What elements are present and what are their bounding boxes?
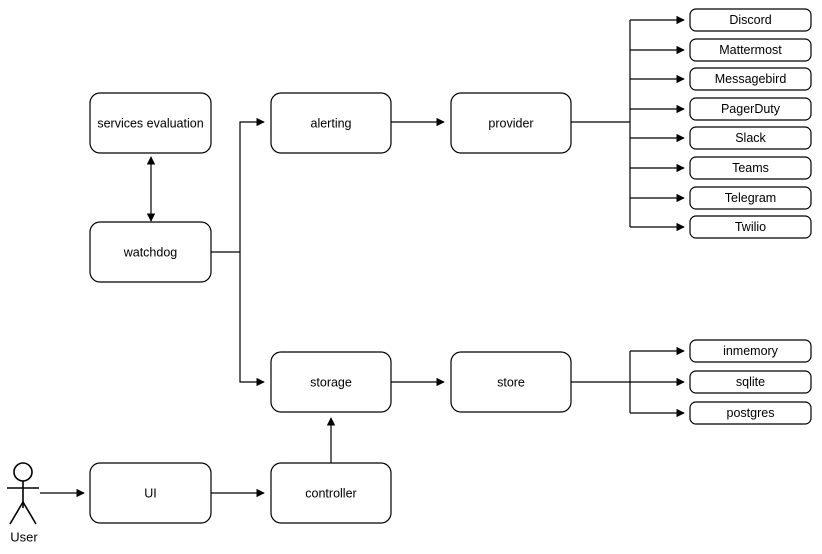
node-ui-box[interactable] bbox=[89, 462, 212, 524]
node-controller-label: controller bbox=[305, 486, 356, 500]
leaf-store-inmemory-box[interactable] bbox=[689, 339, 812, 363]
node-controller-box[interactable] bbox=[270, 462, 392, 524]
leaf-provider-pagerduty-label: PagerDuty bbox=[721, 102, 781, 116]
node-provider-label: provider bbox=[488, 116, 533, 130]
leaf-provider-mattermost[interactable]: Mattermost bbox=[689, 38, 812, 62]
leaf-store-postgres-box[interactable] bbox=[689, 401, 812, 425]
node-services-evaluation[interactable]: services evaluation bbox=[89, 92, 212, 154]
node-watchdog-label: watchdog bbox=[123, 245, 178, 259]
node-storage[interactable]: storage bbox=[270, 351, 392, 413]
node-provider[interactable]: provider bbox=[450, 92, 572, 154]
leaf-provider-messagebird-label: Messagebird bbox=[715, 72, 787, 86]
actor-label: User bbox=[10, 529, 38, 544]
leaf-provider-telegram[interactable]: Telegram bbox=[689, 186, 812, 210]
node-alerting[interactable]: alerting bbox=[270, 92, 392, 154]
leaf-provider-teams[interactable]: Teams bbox=[689, 156, 812, 180]
leaf-provider-messagebird[interactable]: Messagebird bbox=[689, 67, 812, 91]
leaf-provider-slack[interactable]: Slack bbox=[689, 126, 812, 150]
leaf-provider-pagerduty[interactable]: PagerDuty bbox=[689, 97, 812, 121]
leaf-provider-twilio-box[interactable] bbox=[689, 215, 812, 239]
leaf-provider-pagerduty-box[interactable] bbox=[689, 97, 812, 121]
leaf-provider-mattermost-box[interactable] bbox=[689, 38, 812, 62]
actor-head-icon bbox=[13, 462, 33, 482]
leaf-provider-discord-label: Discord bbox=[729, 13, 771, 27]
node-ui[interactable]: UI bbox=[89, 462, 212, 524]
node-watchdog-box[interactable] bbox=[89, 221, 212, 283]
node-storage-label: storage bbox=[310, 375, 352, 389]
leaf-store-postgres[interactable]: postgres bbox=[689, 401, 812, 425]
node-ui-label: UI bbox=[144, 486, 157, 500]
node-alerting-box[interactable] bbox=[270, 92, 392, 154]
leaf-provider-mattermost-label: Mattermost bbox=[719, 43, 782, 57]
node-store[interactable]: store bbox=[450, 351, 572, 413]
leaf-provider-telegram-label: Telegram bbox=[725, 191, 776, 205]
node-store-label: store bbox=[497, 375, 525, 389]
node-controller[interactable]: controller bbox=[270, 462, 392, 524]
leaf-store-sqlite[interactable]: sqlite bbox=[689, 370, 812, 394]
leaf-store-postgres-label: postgres bbox=[727, 406, 775, 420]
node-watchdog[interactable]: watchdog bbox=[89, 221, 212, 283]
leaf-provider-messagebird-box[interactable] bbox=[689, 67, 812, 91]
leaf-store-sqlite-label: sqlite bbox=[736, 375, 765, 389]
actor-left-leg-line bbox=[9, 501, 24, 525]
leaf-provider-slack-box[interactable] bbox=[689, 126, 812, 150]
edge-watchdog-storage bbox=[239, 252, 265, 387]
leaf-provider-discord[interactable]: Discord bbox=[689, 8, 812, 32]
leaf-store-inmemory[interactable]: inmemory bbox=[689, 339, 812, 363]
node-alerting-label: alerting bbox=[311, 116, 352, 130]
leaf-provider-discord-box[interactable] bbox=[689, 8, 812, 32]
edge-watchdog-alerting bbox=[211, 117, 265, 253]
node-store-box[interactable] bbox=[450, 351, 572, 413]
leaf-provider-twilio-label: Twilio bbox=[735, 220, 766, 234]
leaf-provider-teams-label: Teams bbox=[732, 161, 769, 175]
actor-right-leg-line bbox=[22, 501, 37, 525]
node-provider-box[interactable] bbox=[450, 92, 572, 154]
leaf-store-sqlite-box[interactable] bbox=[689, 370, 812, 394]
leaf-provider-twilio[interactable]: Twilio bbox=[689, 215, 812, 239]
leaf-store-inmemory-label: inmemory bbox=[723, 344, 779, 358]
node-services-evaluation-box[interactable] bbox=[89, 92, 212, 154]
node-storage-box[interactable] bbox=[270, 351, 392, 413]
node-services-evaluation-label: services evaluation bbox=[97, 116, 203, 130]
leaf-provider-teams-box[interactable] bbox=[689, 156, 812, 180]
leaf-provider-telegram-box[interactable] bbox=[689, 186, 812, 210]
leaf-provider-slack-label: Slack bbox=[735, 131, 766, 145]
user-actor: User bbox=[7, 462, 39, 544]
